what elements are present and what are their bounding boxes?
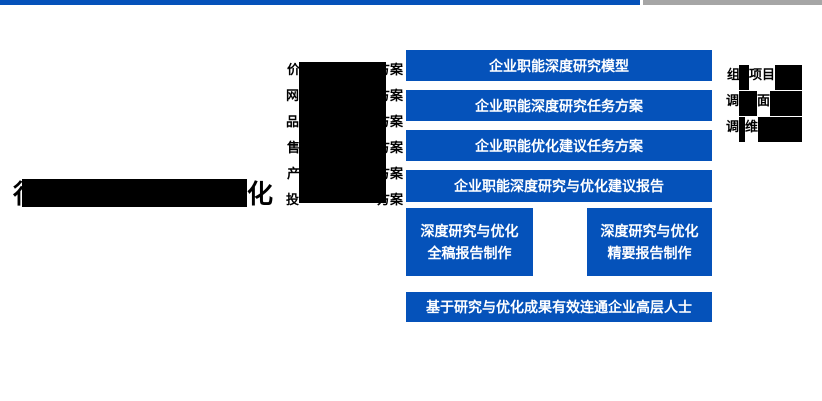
left-list-redaction-box — [299, 62, 386, 203]
left-list-item-4-first-char: 售 — [287, 140, 301, 155]
flow-box-full-report-line1: 深度研究与优化 — [420, 223, 519, 239]
flow-box-summary-report-line2: 精要报告制作 — [607, 245, 692, 261]
flow-box-summary-report-line1: 深度研究与优化 — [600, 223, 699, 239]
left-list-item-1-first-char: 价 — [287, 62, 301, 77]
right-list-line3-frag1: 调 — [726, 119, 740, 134]
top-accent-bar-gray — [643, 0, 822, 5]
right-list-line1-frag2: 项目 — [749, 67, 776, 82]
right-list-line3-redaction-b — [758, 117, 802, 142]
left-list-item-2-first-char: 网 — [286, 88, 300, 103]
right-list-line1-frag1: 组 — [727, 67, 741, 82]
flow-box-research-task-plan: 企业职能深度研究任务方案 — [406, 90, 712, 121]
page-title-end: 化 — [247, 179, 274, 209]
top-accent-bar-blue — [0, 0, 640, 5]
flow-box-research-model: 企业职能深度研究模型 — [406, 50, 712, 81]
right-list-line1-redaction-a — [739, 65, 749, 90]
right-list-line1-redaction-b — [775, 65, 802, 90]
flow-box-research-report: 企业职能深度研究与优化建议报告 — [406, 170, 712, 202]
flow-box-full-report: 深度研究与优化 全稿报告制作 — [406, 208, 533, 276]
left-list-item-6-first-char: 投 — [286, 192, 300, 207]
title-redaction-box — [22, 179, 247, 207]
flow-box-optimization-task-plan: 企业职能优化建议任务方案 — [406, 130, 712, 161]
left-list-item-3-first-char: 品 — [286, 114, 300, 129]
right-list-line2-redaction-a — [739, 91, 757, 116]
left-list-item-5-first-char: 产 — [287, 166, 301, 181]
right-list-line3-frag2: 维 — [745, 119, 759, 134]
right-list-line2-redaction-b — [770, 91, 802, 116]
flow-box-connect-executives: 基于研究与优化成果有效连通企业高层人士 — [406, 292, 712, 322]
flow-box-summary-report: 深度研究与优化 精要报告制作 — [587, 208, 712, 276]
right-list-line2-frag2: 面 — [757, 93, 771, 108]
flow-box-full-report-line2: 全稿报告制作 — [427, 245, 512, 261]
right-list-line2-frag1: 调 — [726, 93, 740, 108]
right-list-line3-redaction-a — [739, 117, 745, 142]
